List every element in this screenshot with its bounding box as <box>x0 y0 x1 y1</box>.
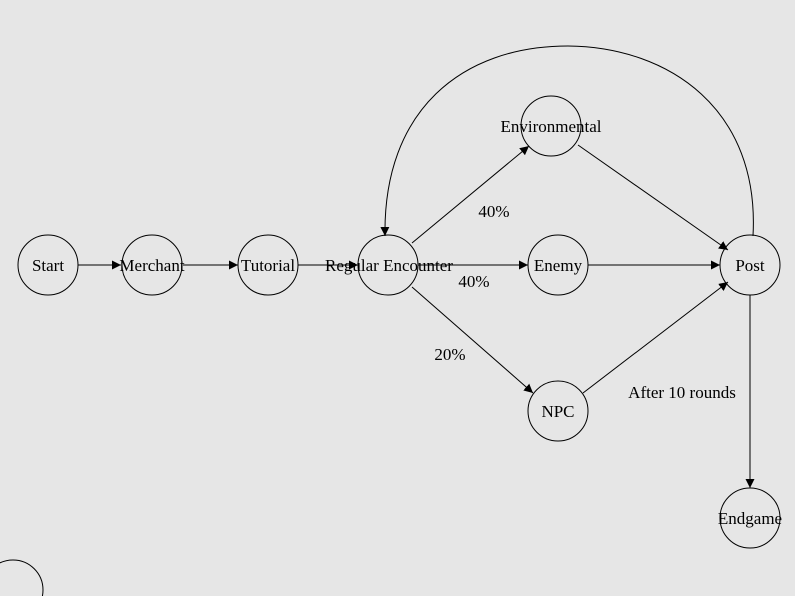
node-partial-offscreen <box>0 559 44 596</box>
node-endgame <box>719 487 781 549</box>
node-label-enemy: Enemy <box>534 256 583 275</box>
edge-regular-encounter-environmental <box>411 145 530 244</box>
node-tutorial <box>237 234 299 296</box>
edge-label-post-to-endgame: After 10 rounds <box>628 383 736 402</box>
node-merchant <box>121 234 183 296</box>
edge-label-to-environmental: 40% <box>478 202 509 221</box>
node-label-regular-encounter: Regular Encounter <box>325 256 453 275</box>
edge-regular-encounter-npc <box>411 286 534 394</box>
node-label-npc: NPC <box>541 402 574 421</box>
node-regular-encounter <box>357 234 419 296</box>
node-label-start: Start <box>32 256 64 275</box>
edge-label-to-npc: 20% <box>434 345 465 364</box>
node-enemy <box>527 234 589 296</box>
node-start <box>17 234 79 296</box>
edge-post-regular-encounter-loop <box>380 45 754 237</box>
node-label-tutorial: Tutorial <box>241 256 295 275</box>
node-npc <box>527 380 589 442</box>
edge-label-to-enemy: 40% <box>458 272 489 291</box>
node-label-environmental: Environmental <box>500 117 601 136</box>
edge-environmental-post <box>577 144 729 251</box>
node-label-post: Post <box>735 256 765 275</box>
node-label-endgame: Endgame <box>718 509 782 528</box>
node-environmental <box>520 95 582 157</box>
node-label-merchant: Merchant <box>119 256 184 275</box>
node-post <box>719 234 781 296</box>
edge-npc-post <box>582 281 729 394</box>
